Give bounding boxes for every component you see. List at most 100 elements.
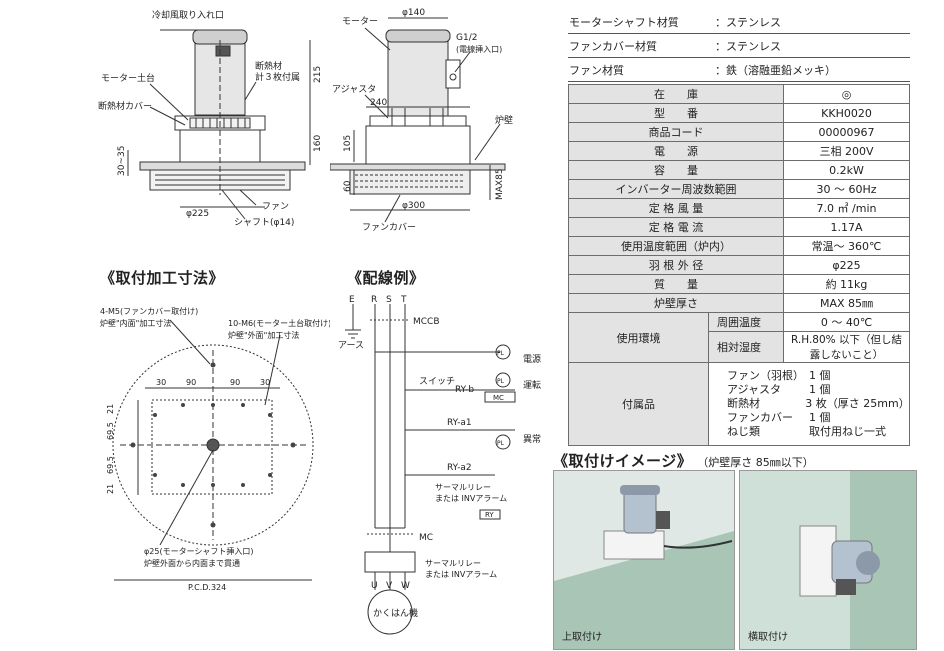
dim-90-left: 90 bbox=[186, 378, 196, 387]
accessory-name: ファンカバー bbox=[727, 411, 793, 424]
accessory-name: ファン（羽根） bbox=[727, 369, 804, 382]
spec-value: 7.0 ㎥ /min bbox=[783, 198, 910, 218]
spec-value: MAX 85㎜ bbox=[783, 293, 910, 313]
accessory-qty: 取付用ねじ一式 bbox=[809, 425, 886, 438]
spec-value: 三相 200V bbox=[783, 141, 910, 161]
spec-value: 常温～ 360℃ bbox=[783, 236, 910, 256]
insulation-label: 断熱材 bbox=[255, 60, 282, 72]
front-view-drawing: 冷却風取り入れ口 モーター土台 断熱材 計３枚付属 断熱材カバー ファン シャフ… bbox=[98, 9, 323, 228]
material-value: ：鉄（溶融亜鉛メッキ） bbox=[715, 63, 836, 77]
terminal-w: W bbox=[401, 581, 410, 591]
insulation-cover-label: 断熱材カバー bbox=[98, 100, 152, 112]
m6-label: 10-M6(モーター土台取付け) bbox=[228, 318, 330, 328]
pl-run: PL bbox=[497, 378, 505, 385]
terminal-t: T bbox=[400, 295, 407, 305]
accessory-item: ファン（羽根） 1 個 bbox=[727, 369, 905, 383]
spec-key: 炉壁厚さ bbox=[568, 293, 784, 313]
accessory-item: ねじ類 取付用ねじ一式 bbox=[727, 425, 905, 439]
mounting-heading: 《取付加工寸法》 bbox=[100, 269, 225, 287]
env-key: 相対湿度 bbox=[708, 331, 784, 363]
spec-key: 商品コード bbox=[568, 122, 784, 142]
dim-240: 240 bbox=[370, 98, 387, 108]
mc-coil-label: MC bbox=[493, 394, 504, 402]
materials-list: モーターシャフト材質 ：ステンレス ファンカバー材質 ：ステンレス ファン材質 … bbox=[568, 10, 910, 82]
g12-label: G1/2 bbox=[456, 33, 477, 43]
furnace-wall-label: 炉壁 bbox=[495, 114, 513, 126]
m5-label: 4-M5(ファンカバー取付け) bbox=[100, 306, 198, 316]
env-label: 使用環境 bbox=[568, 312, 709, 363]
accessory-qty: 1 個 bbox=[809, 383, 831, 396]
spec-key: 質 量 bbox=[568, 274, 784, 294]
dim-140: φ140 bbox=[402, 8, 425, 18]
dim-60: 60 bbox=[343, 180, 353, 192]
side-view-drawing: モーター φ140 G1/2 (電線挿入口) アジャスタ 240 炉壁 105 … bbox=[330, 8, 513, 233]
spec-key: 定 格 電 流 bbox=[568, 217, 784, 237]
thermal2-sub-label: または INVアラーム bbox=[425, 570, 497, 579]
phi25-label: φ25(モーターシャフト挿入口) bbox=[144, 546, 254, 556]
accessory-name: アジャスタ bbox=[727, 383, 782, 396]
power-label: 電源 bbox=[523, 354, 541, 365]
spec-value: 0.2kW bbox=[783, 160, 910, 180]
env-value: R.H.80% 以下（但し結露しないこと） bbox=[783, 331, 910, 363]
dim-105: 105 bbox=[343, 135, 353, 152]
abnormal-label: 異常 bbox=[523, 433, 541, 445]
spec-value: 30 ～ 60Hz bbox=[783, 179, 910, 199]
cooling-intake-label: 冷却風取り入れ口 bbox=[152, 9, 224, 21]
thermal-sub-label: または INVアラーム bbox=[435, 494, 507, 503]
spec-key: インバーター周波数範囲 bbox=[568, 179, 784, 199]
mixer-label: かくはん機 bbox=[373, 607, 418, 619]
fan-cover-label: ファンカバー bbox=[362, 222, 416, 233]
spec-row: 質 量約 11kg bbox=[568, 274, 910, 294]
spec-row: 使用温度範囲（炉内）常温～ 360℃ bbox=[568, 236, 910, 256]
side-mount-label: 横取付け bbox=[748, 632, 788, 643]
shaft-label: シャフト(φ14) bbox=[234, 218, 294, 228]
spec-key: 電 源 bbox=[568, 141, 784, 161]
dim-21-bottom: 21 bbox=[106, 484, 115, 494]
env-row: 使用環境 周囲温度 0 ～ 40℃ bbox=[568, 312, 910, 363]
dim-30-right: 30 bbox=[260, 378, 270, 387]
install-note: （炉壁厚さ 85㎜以下） bbox=[697, 456, 814, 469]
wiring-heading: 《配線例》 bbox=[347, 269, 425, 287]
pl-abnormal: PL bbox=[497, 440, 505, 447]
mccb-label: MCCB bbox=[413, 317, 440, 327]
material-row: ファンカバー材質 ：ステンレス bbox=[568, 34, 910, 58]
accessory-name: 断熱材 bbox=[727, 397, 760, 410]
terminal-e: E bbox=[349, 295, 355, 305]
motor-base-label: モーター土台 bbox=[101, 72, 155, 84]
spec-value: 約 11kg bbox=[783, 274, 910, 294]
spec-row: 在 庫◎ bbox=[568, 84, 910, 104]
terminal-s: S bbox=[386, 295, 392, 305]
material-value: ：ステンレス bbox=[715, 39, 781, 53]
spec-value: 1.17A bbox=[783, 217, 910, 237]
top-mount-illustration bbox=[554, 471, 734, 649]
spec-row: 電 源三相 200V bbox=[568, 141, 910, 161]
accessory-name: ねじ類 bbox=[727, 425, 760, 438]
m6-sub-label: 炉壁"外面"加工寸法 bbox=[228, 330, 299, 340]
thermal-label: サーマルリレー bbox=[435, 483, 491, 492]
accessory-qty: 1 個 bbox=[809, 369, 831, 382]
earth-label: アース bbox=[338, 341, 364, 351]
insulation-sub-label: 計３枚付属 bbox=[255, 71, 300, 83]
spec-key: 羽 根 外 径 bbox=[568, 255, 784, 275]
top-mount-image: 上取付け bbox=[553, 470, 735, 650]
side-mount-illustration bbox=[740, 471, 916, 649]
spec-value: KKH0020 bbox=[783, 103, 910, 123]
adjuster-label: アジャスタ bbox=[332, 84, 376, 95]
dim-90-right: 90 bbox=[230, 378, 240, 387]
dim-300: φ300 bbox=[402, 201, 425, 211]
dim-max85: MAX85 bbox=[495, 168, 505, 200]
terminal-u: U bbox=[371, 581, 378, 591]
pcd-label: P.C.D.324 bbox=[188, 583, 226, 592]
wiring-diagram: E R S T MCCB アース PL 電源 スイッチ RY-b PL 運転 M… bbox=[338, 295, 541, 635]
top-mount-label: 上取付け bbox=[562, 632, 602, 643]
thermal2-label: サーマルリレー bbox=[425, 559, 481, 568]
material-row: モーターシャフト材質 ：ステンレス bbox=[568, 10, 910, 34]
